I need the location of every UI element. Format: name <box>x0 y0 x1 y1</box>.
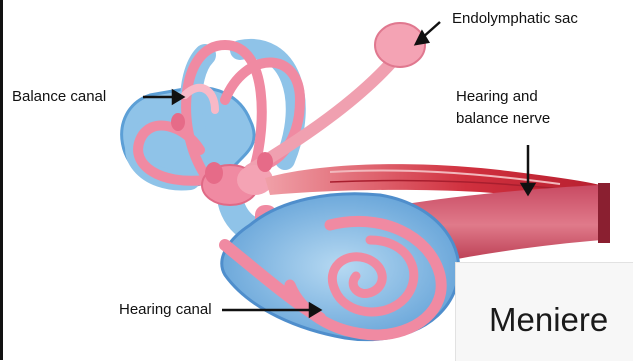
label-nerve-line2: balance nerve <box>456 110 550 128</box>
title-overlay-box: Meniere <box>455 262 633 361</box>
label-balance-canal: Balance canal <box>12 88 106 106</box>
outer-labyrinth <box>122 49 296 232</box>
title-overlay-text: Meniere <box>489 301 608 339</box>
label-endolymphatic-sac: Endolymphatic sac <box>452 10 578 28</box>
endolymphatic-duct-and-sac <box>250 23 425 170</box>
label-nerve-line1: Hearing and <box>456 88 538 106</box>
label-hearing-canal: Hearing canal <box>119 301 212 319</box>
